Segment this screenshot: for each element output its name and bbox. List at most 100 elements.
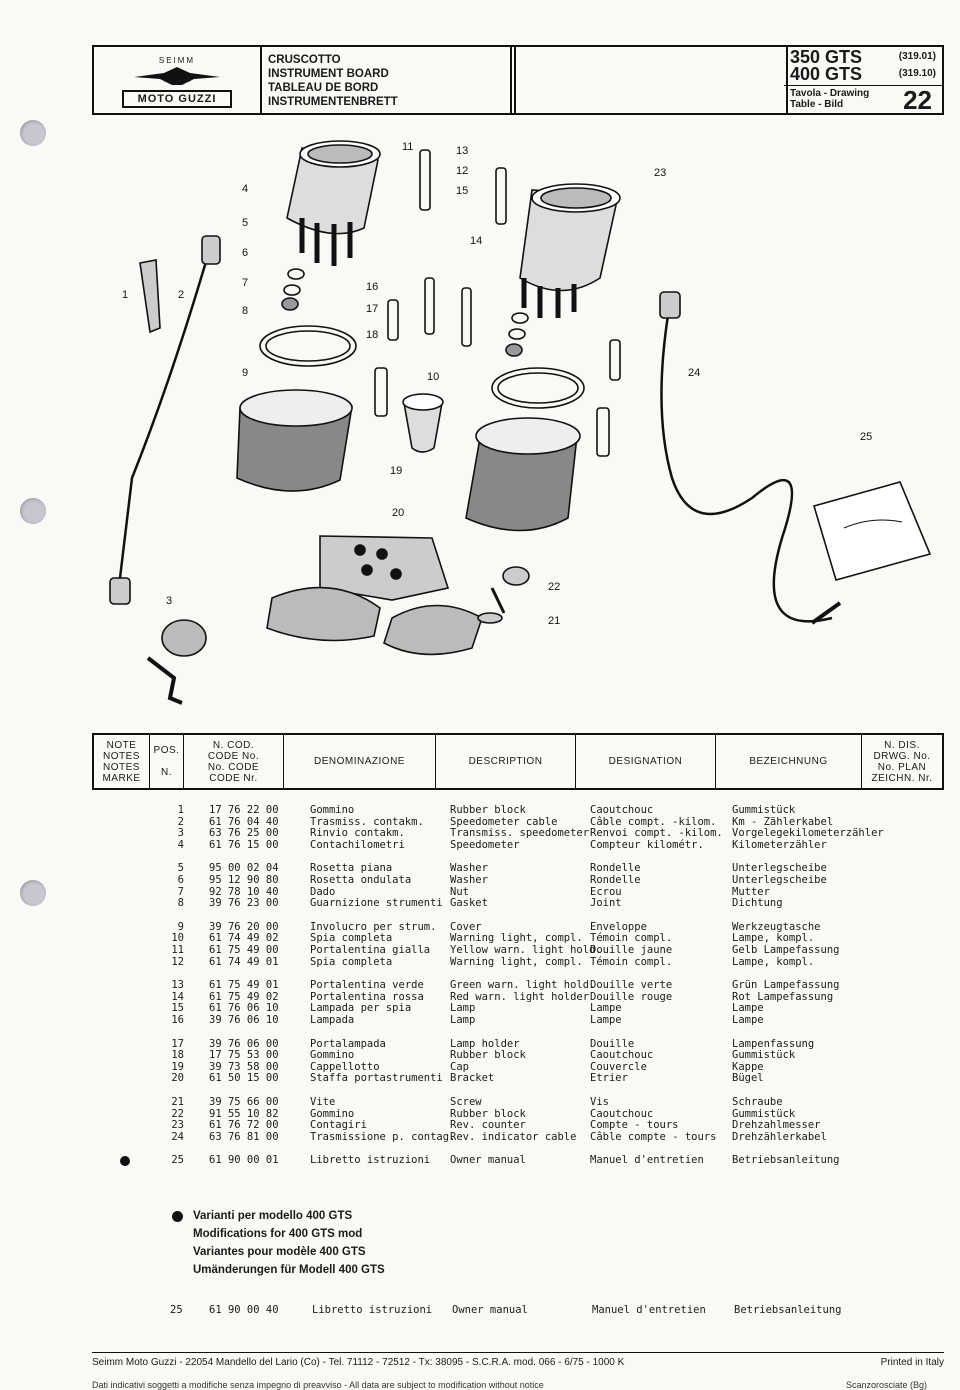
cell-fr: Etrier [590,1072,628,1085]
cell-en: Washer [450,862,488,875]
cell-de: Bügel [732,1072,764,1085]
callout-17: 17 [366,303,378,315]
cell-it: Guarnizione strumenti [310,897,443,910]
cell-pos: 20 [171,1072,184,1085]
cell-fr: Caoutchouc [590,1049,654,1062]
cell-de: Gummistück [732,1107,796,1120]
cell-fr: Douille jaune [590,944,673,956]
cell-fr: Ecrou [590,885,622,898]
header-notes: NOTE NOTES NOTES MARKE [94,735,150,788]
cell-code: 91 55 10 82 [209,1107,279,1120]
callout-18: 18 [366,329,378,341]
cell-fr: Lampe [590,1002,622,1015]
variants-note: Varianti per modello 400 GTS Modificatio… [193,1207,385,1279]
title-en: INSTRUMENT BOARD [268,68,389,80]
footer-printer: Scanzorosciate (Bg) [846,1380,928,1390]
cell-code: 92 78 10 40 [209,885,279,898]
callout-15: 15 [456,185,468,197]
cell-fr: Caoutchouc [590,1107,654,1120]
callout-11: 11 [402,141,413,153]
variant-code: 61 90 00 40 [209,1304,279,1316]
cell-it: Gommino [310,1049,355,1062]
cell-en: Cover [450,920,482,933]
cell-fr: Rondelle [590,862,641,875]
cell-de: Unterlegscheibe [732,862,827,875]
callout-4: 4 [242,183,248,195]
cell-pos: 23 [171,1119,184,1132]
cell-en: Warning light, compl. [450,932,583,945]
callout-9: 9 [242,367,248,379]
speedometer-drawing [286,140,381,266]
cell-fr: Douille rouge [590,990,673,1003]
cell-code: 17 76 22 00 [209,804,279,816]
cell-pos: 24 [171,1130,184,1143]
cell-fr: Joint [590,897,622,910]
cell-code: 61 90 00 01 [209,1154,279,1167]
cell-de: Kappe [732,1060,764,1073]
callout-3: 3 [166,595,172,607]
cell-code: 39 76 06 10 [209,1014,279,1026]
cell-code: 95 12 90 80 [209,874,279,886]
variant-it: Libretto istruzioni [312,1304,433,1316]
cell-code: 39 75 66 00 [209,1096,279,1108]
cell-code: 61 76 72 00 [209,1119,279,1132]
cell-code: 61 50 15 00 [209,1072,279,1085]
cell-pos: 18 [171,1049,184,1062]
cell-fr: Compte - tours [590,1119,679,1132]
tavola-label: Tavola - Drawing [790,88,870,99]
cell-it: Portalentina gialla [310,944,431,956]
cell-it: Portalentina rossa [310,990,424,1003]
callout-6: 6 [242,247,248,259]
model-350: 350 GTS [790,47,863,67]
variants-it: Varianti per modello 400 GTS [193,1210,353,1222]
cell-de: Lampe [732,1002,764,1015]
callout-10: 10 [427,371,439,383]
cell-fr: Vis [590,1096,609,1108]
cell-de: Gummistück [732,804,796,816]
cell-de: Drehzählerkabel [732,1130,827,1143]
callout-13: 13 [456,145,468,157]
cell-pos: 22 [171,1107,184,1120]
cell-en: Lamp holder [450,1037,520,1050]
cell-de: Lampe, kompl. [732,932,815,945]
cell-de: Grün Lampefassung [732,979,840,992]
cell-pos: 11 [171,944,184,956]
cell-pos: 8 [177,897,184,910]
cell-fr: Couvercle [590,1060,647,1073]
cell-it: Rosetta piana [310,862,393,875]
cell-it: Involucro per strum. [310,920,437,933]
callout-8: 8 [242,305,248,317]
callout-25: 25 [860,431,872,443]
header-fr: DESIGNATION [576,735,716,788]
variants-fr: Variantes pour modèle 400 GTS [193,1246,366,1258]
cell-fr: Témoin compl. [590,955,673,968]
cell-it: Spia completa [310,932,393,945]
cell-fr: Lampe [590,1014,622,1026]
callout-24: 24 [688,367,700,379]
binder-hole [20,120,46,146]
cell-de: Mutter [732,885,770,898]
variant-fr: Manuel d'entretien [592,1304,706,1316]
cell-fr: Rondelle [590,874,641,886]
cell-it: Spia completa [310,955,393,968]
cell-pos: 17 [171,1037,184,1050]
cell-code: 63 76 81 00 [209,1130,279,1143]
cell-it: Lampada [310,1014,355,1026]
cover-drawing [236,389,581,532]
rev-counter-drawing [519,183,621,318]
gasket-drawing [259,325,357,367]
cell-de: Drehzahlmesser [732,1119,821,1132]
variant-pos: 25 [170,1304,183,1316]
cell-en: Yellow warn. light hold. [450,944,602,956]
footer: Seimm Moto Guzzi - 22054 Mandello del La… [92,1352,944,1368]
